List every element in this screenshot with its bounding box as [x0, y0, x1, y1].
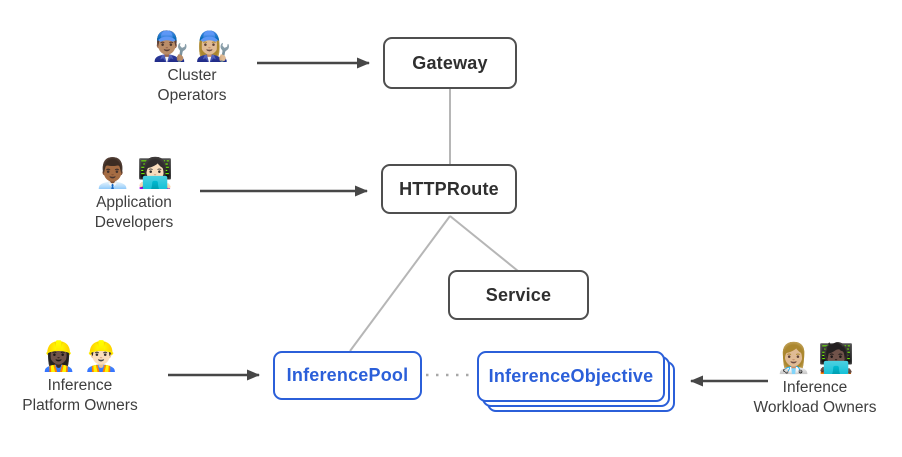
node-service-label: Service — [485, 284, 552, 305]
node-httproute-label: HTTPRoute — [399, 178, 499, 199]
node-inferencepool: InferencePool — [273, 351, 422, 400]
persona-label-line2: Workload Owners — [753, 398, 877, 416]
edge-httproute-inferencepool — [349, 215, 451, 352]
man-office-worker-emoji: 👨🏾‍💼 — [94, 156, 131, 190]
woman-mechanic-emoji: 👩🏼‍🔧 — [195, 29, 232, 63]
persona-label-line2: Developers — [94, 213, 174, 231]
person-technologist-emoji: 🧑🏿‍💻 — [818, 341, 855, 375]
woman-health-worker-emoji: 👩🏼‍⚕️ — [775, 341, 812, 375]
node-inferenceobjective-stack: InferenceObjective — [477, 351, 675, 412]
woman-construction-worker-emoji: 👷🏿‍♀️ — [40, 339, 77, 373]
persona-emoji-row: 👨🏽‍🔧 👩🏼‍🔧 — [102, 26, 282, 66]
node-inferenceobjective-label: InferenceObjective — [488, 366, 654, 386]
persona-label-line1: Inference — [47, 377, 113, 394]
node-httproute: HTTPRoute — [381, 164, 517, 214]
edge-httproute-service — [449, 215, 519, 272]
persona-emoji-row: 👨🏾‍💼 👩🏻‍💻 — [44, 153, 224, 193]
persona-label-line2: Operators — [157, 86, 227, 104]
persona-emoji-row: 👩🏼‍⚕️ 🧑🏿‍💻 — [725, 338, 902, 378]
persona-label-line1: Application — [96, 194, 172, 211]
man-mechanic-emoji: 👨🏽‍🔧 — [152, 29, 189, 63]
persona-application-developers: 👨🏾‍💼 👩🏻‍💻 Application Developers — [44, 153, 224, 232]
persona-emoji-row: 👷🏿‍♀️ 👷🏻‍♂️ — [0, 336, 160, 376]
persona-inference-platform-owners: 👷🏿‍♀️ 👷🏻‍♂️ Inference Platform Owners — [0, 336, 160, 415]
node-service: Service — [448, 270, 589, 320]
persona-label-line1: Cluster — [167, 67, 217, 84]
node-inferenceobjective: InferenceObjective — [477, 351, 665, 402]
persona-label-line2: Platform Owners — [22, 396, 138, 414]
node-gateway-label: Gateway — [412, 52, 488, 73]
man-construction-worker-emoji: 👷🏻‍♂️ — [83, 339, 120, 373]
woman-technologist-emoji: 👩🏻‍💻 — [137, 156, 174, 190]
persona-label-line1: Inference — [782, 379, 848, 396]
persona-cluster-operators: 👨🏽‍🔧 👩🏼‍🔧 Cluster Operators — [102, 26, 282, 105]
persona-inference-workload-owners: 👩🏼‍⚕️ 🧑🏿‍💻 Inference Workload Owners — [725, 338, 902, 417]
node-inferencepool-label: InferencePool — [286, 365, 409, 385]
node-gateway: Gateway — [383, 37, 517, 89]
